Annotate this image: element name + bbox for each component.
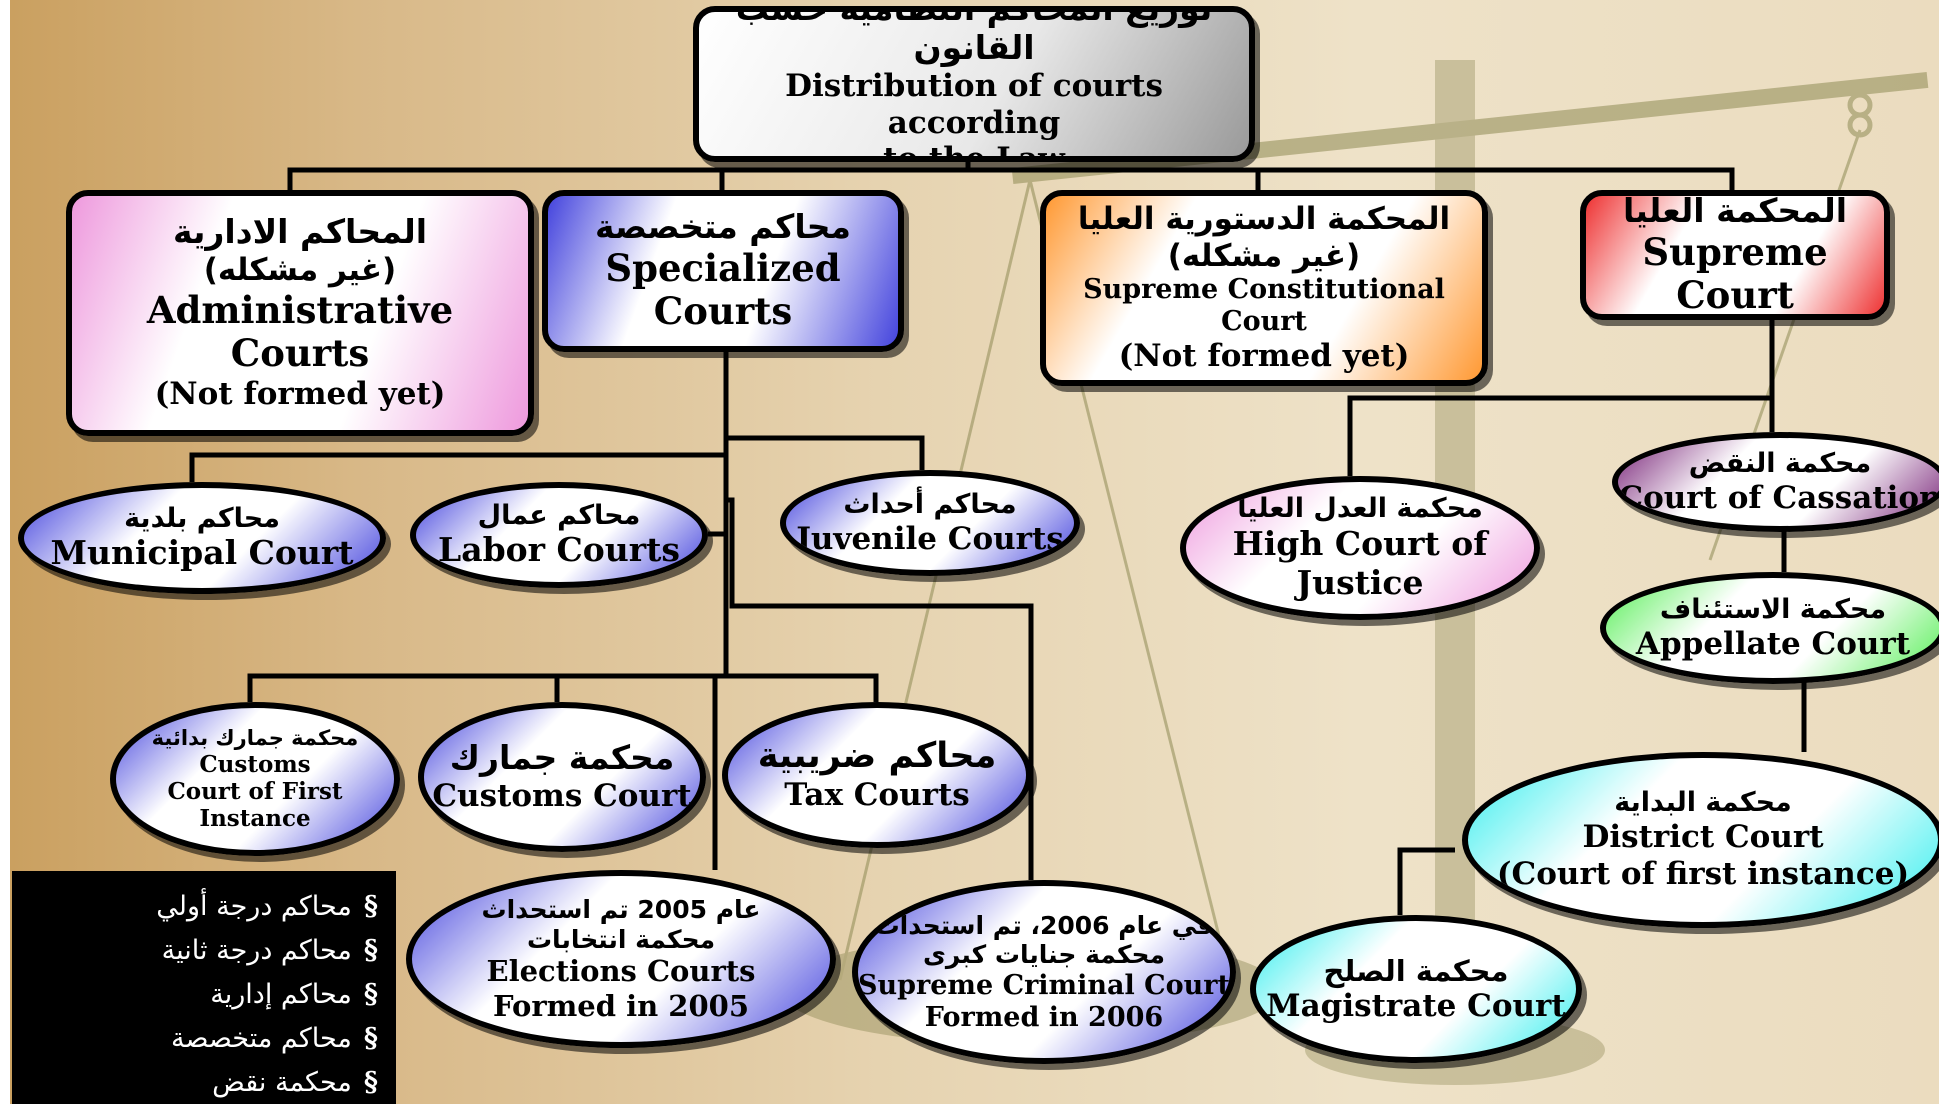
supreme-criminal-court-box: في عام 2006، تم استحداث محكمة جنايات كبر… xyxy=(852,880,1236,1064)
district-court-arabic: محكمة البداية xyxy=(1614,787,1792,819)
labor-courts-english: Labor Courts xyxy=(437,530,681,570)
court-of-cassation-english: Court of Cassation xyxy=(1618,479,1939,516)
legend-item: § محاكم درجة أولي xyxy=(22,885,378,929)
legend-item-text: محاكم إدارية xyxy=(210,979,352,1010)
title-box: توزيع المحاكم النظامية حسب القانون Distr… xyxy=(693,6,1255,162)
juvenile-courts-arabic: محاكم أحداث xyxy=(843,488,1017,520)
legend-item: § محاكم إدارية xyxy=(22,973,378,1017)
tax-courts-english: Tax Courts xyxy=(784,777,970,814)
title-english-line2: to the Law xyxy=(883,141,1065,162)
legend-item: § محاكم متخصصة xyxy=(22,1017,378,1061)
appellate-court-english: Appellate Court xyxy=(1635,625,1911,662)
court-of-cassation-arabic: محكمة النقض xyxy=(1688,447,1872,479)
elections-courts-arabic-line2: محكمة انتخابات xyxy=(526,924,716,954)
legend-bullet: § xyxy=(363,979,378,1010)
supreme-constitutional-court-box: المحكمة الدستورية العليا (غير مشكله) Sup… xyxy=(1040,190,1488,386)
magistrate-court-english: Magistrate Court xyxy=(1266,987,1566,1024)
supreme-constitutional-court-status-arabic: (غير مشكله) xyxy=(1167,237,1361,274)
district-court-box: محكمة البداية District Court (Court of f… xyxy=(1462,752,1939,928)
customs-court-of-first-instance-english-line1: Customs xyxy=(199,750,311,778)
title-arabic: توزيع المحاكم النظامية حسب القانون xyxy=(735,6,1213,68)
district-court-english: District Court xyxy=(1582,819,1824,856)
legend-item-text: محاكم درجة ثانية xyxy=(161,935,352,966)
elections-courts-box: عام 2005 تم استحداث محكمة انتخابات Elect… xyxy=(406,870,836,1048)
legend-item-text: محاكم درجة أولي xyxy=(156,891,352,922)
municipal-court-arabic: محاكم بلدية xyxy=(124,502,280,534)
juvenile-courts-english: Juvenile Courts xyxy=(796,520,1064,557)
tax-courts-arabic: محاكم ضريبية xyxy=(757,736,997,777)
legend-item: § محكمة نقض xyxy=(22,1061,378,1105)
legend-panel: § محاكم درجة أولي § محاكم درجة ثانية § محاك… xyxy=(12,871,396,1104)
labor-courts-box: محاكم عمال Labor Courts xyxy=(410,482,708,588)
administrative-courts-status-arabic: (غير مشكله) xyxy=(203,252,397,289)
supreme-criminal-court-arabic-line2: محكمة جنايات كبرى xyxy=(922,940,1166,970)
customs-court-english: Customs Court xyxy=(432,778,692,815)
supreme-court-arabic: المحكمة العليا xyxy=(1622,190,1848,230)
supreme-court-english: Supreme Court xyxy=(1642,229,1828,318)
supreme-criminal-court-arabic-line1: في عام 2006، تم استحداث xyxy=(874,910,1214,940)
specialized-courts-arabic: محاكم متخصصة xyxy=(595,206,851,246)
high-court-of-justice-english-line1: High Court of xyxy=(1232,523,1488,563)
customs-court-of-first-instance-english-line2: Court of First xyxy=(167,777,343,805)
customs-court-of-first-instance-arabic: محكمة جمارك بدائية xyxy=(151,725,359,750)
legend-bullet: § xyxy=(363,935,378,966)
high-court-of-justice-arabic: محكمة العدل العليا xyxy=(1237,493,1483,525)
supreme-criminal-court-english: Supreme Criminal Court xyxy=(858,969,1230,1001)
legend-item-text: محاكم متخصصة xyxy=(171,1023,352,1054)
district-court-description: (Court of first instance) xyxy=(1496,855,1910,892)
customs-court-of-first-instance-english-line3: Instance xyxy=(199,804,311,832)
administrative-courts-status-english: (Not formed yet) xyxy=(154,376,446,413)
elections-courts-english: Elections Courts xyxy=(486,954,756,989)
title-english-line1: Distribution of courts according xyxy=(785,68,1163,141)
court-of-cassation-box: محكمة النقض Court of Cassation xyxy=(1612,432,1939,532)
specialized-courts-english: Specialized Courts xyxy=(605,245,841,334)
customs-court-of-first-instance-box: محكمة جمارك بدائية Customs Court of Firs… xyxy=(110,702,400,856)
diagram-canvas: توزيع المحاكم النظامية حسب القانون Distr… xyxy=(10,0,1939,1104)
supreme-constitutional-court-status-english: (Not formed yet) xyxy=(1118,338,1410,375)
elections-courts-formed: Formed in 2005 xyxy=(492,988,750,1023)
appellate-court-box: محكمة الاستئناف Appellate Court xyxy=(1600,572,1939,684)
high-court-of-justice-box: محكمة العدل العليا High Court of Justice xyxy=(1180,476,1540,620)
appellate-court-arabic: محكمة الاستئناف xyxy=(1659,593,1887,625)
legend-item: § محاكم درجة ثانية xyxy=(22,929,378,973)
legend-bullet: § xyxy=(363,1023,378,1054)
tax-courts-box: محاكم ضريبية Tax Courts xyxy=(722,702,1032,848)
legend-item-text: محكمة نقض xyxy=(212,1067,352,1098)
elections-courts-arabic-line1: عام 2005 تم استحداث xyxy=(481,895,761,925)
administrative-courts-arabic: المحاكم الادارية xyxy=(172,212,428,252)
connector-lines xyxy=(189,150,1807,915)
customs-court-box: محكمة جمارك Customs Court xyxy=(418,702,706,852)
magistrate-court-arabic: محكمة الصلح xyxy=(1323,953,1509,988)
juvenile-courts-box: محاكم أحداث Juvenile Courts xyxy=(780,470,1080,576)
magistrate-court-box: محكمة الصلح Magistrate Court xyxy=(1250,915,1582,1063)
supreme-constitutional-court-arabic: المحكمة الدستورية العليا xyxy=(1077,201,1451,238)
legend-bullet: § xyxy=(363,1067,378,1098)
labor-courts-arabic: محاكم عمال xyxy=(477,499,641,531)
administrative-courts-english: Administrative Courts xyxy=(146,287,454,376)
legend-bullet: § xyxy=(363,891,378,922)
supreme-court-box: المحكمة العليا Supreme Court xyxy=(1580,190,1890,320)
customs-court-arabic: محكمة جمارك xyxy=(449,738,675,778)
municipal-court-english: Municipal Court xyxy=(50,533,354,573)
administrative-courts-box: المحاكم الادارية (غير مشكله) Administrat… xyxy=(66,190,534,436)
supreme-criminal-court-formed: Formed in 2006 xyxy=(924,1001,1164,1033)
specialized-courts-box: محاكم متخصصة Specialized Courts xyxy=(542,190,904,352)
high-court-of-justice-english-line2: Justice xyxy=(1296,562,1424,602)
supreme-constitutional-court-english: Supreme Constitutional Court xyxy=(1083,274,1445,338)
municipal-court-box: محاكم بلدية Municipal Court xyxy=(18,482,386,594)
